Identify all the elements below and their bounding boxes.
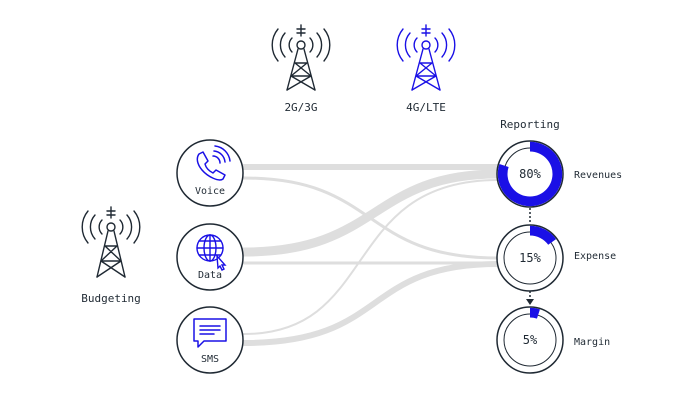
metric-node-margin[interactable]: 5% bbox=[496, 306, 564, 374]
flow-data-revenues bbox=[239, 169, 503, 257]
expense-progress-ring bbox=[530, 225, 557, 245]
tower-4glte-label: 4G/LTE bbox=[406, 101, 446, 114]
margin-progress-ring bbox=[530, 307, 540, 319]
source-data-label: Data bbox=[198, 270, 222, 281]
globe-icon bbox=[196, 234, 227, 271]
cell-tower-icon bbox=[81, 206, 141, 278]
cell-tower-icon bbox=[396, 24, 456, 91]
source-node-voice[interactable]: Voice bbox=[176, 139, 244, 207]
arrow-head-icon bbox=[526, 299, 534, 305]
source-node-sms[interactable]: SMS bbox=[176, 306, 244, 374]
source-node-data[interactable]: Data bbox=[176, 223, 244, 291]
margin-value: 5% bbox=[523, 333, 538, 347]
cell-tower-icon bbox=[271, 24, 331, 91]
tower-2g3g: 2G/3G bbox=[271, 24, 331, 114]
revenues-label: Revenues bbox=[574, 170, 622, 181]
source-voice-label: Voice bbox=[195, 186, 225, 197]
margin-label: Margin bbox=[574, 337, 610, 348]
revenues-value: 80% bbox=[519, 167, 541, 181]
tower-budgeting-label: Budgeting bbox=[81, 292, 141, 305]
flow-sms-revenues bbox=[243, 179, 499, 335]
metric-node-revenues[interactable]: 80% bbox=[496, 140, 564, 208]
message-icon bbox=[193, 318, 227, 348]
expense-label: Expense bbox=[574, 251, 616, 262]
metric-node-expense[interactable]: 15% bbox=[496, 224, 564, 292]
tower-4glte: 4G/LTE bbox=[396, 24, 456, 114]
phone-icon bbox=[196, 145, 231, 181]
source-sms-label: SMS bbox=[201, 354, 219, 365]
revenues-progress-ring bbox=[497, 141, 563, 207]
flow-sms-expense bbox=[241, 261, 501, 346]
flows bbox=[239, 164, 503, 346]
reporting-label: Reporting bbox=[500, 118, 560, 131]
tower-2g3g-label: 2G/3G bbox=[284, 101, 317, 114]
tower-budgeting: Budgeting bbox=[81, 206, 141, 305]
expense-value: 15% bbox=[519, 251, 541, 265]
